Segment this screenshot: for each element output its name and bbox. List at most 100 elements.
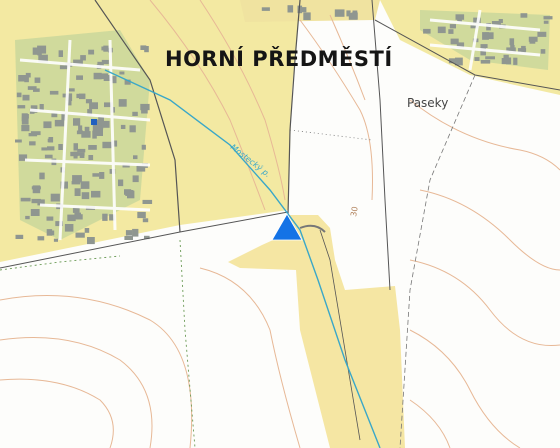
building	[484, 32, 494, 40]
building	[76, 75, 83, 80]
building	[346, 10, 351, 17]
building	[75, 152, 85, 156]
building	[39, 172, 45, 180]
building	[125, 190, 134, 196]
building	[67, 100, 72, 106]
building	[49, 90, 59, 95]
building	[109, 214, 116, 221]
building	[25, 72, 31, 78]
building	[88, 155, 94, 160]
contour-line	[409, 259, 560, 347]
building	[80, 181, 90, 189]
building	[97, 61, 104, 66]
building	[144, 46, 149, 53]
building	[87, 237, 95, 245]
building	[32, 47, 42, 55]
building	[73, 59, 83, 66]
building	[29, 141, 36, 146]
building	[136, 165, 146, 172]
building	[470, 25, 478, 29]
building	[20, 197, 31, 202]
building	[46, 216, 54, 221]
field-south-strip	[228, 215, 405, 448]
building	[457, 18, 462, 22]
building	[132, 111, 138, 116]
building	[498, 19, 503, 24]
building	[91, 190, 101, 198]
building	[102, 141, 112, 149]
building	[92, 130, 97, 139]
building	[348, 13, 358, 20]
building	[73, 143, 78, 151]
building	[480, 44, 488, 48]
contour-line	[199, 267, 301, 448]
building	[111, 76, 117, 84]
building	[118, 179, 124, 187]
blue-triangle-marker-icon[interactable]	[271, 213, 303, 241]
building	[506, 57, 512, 65]
building	[37, 199, 45, 206]
building	[55, 221, 63, 227]
building	[485, 56, 495, 60]
building	[543, 16, 553, 20]
building	[51, 113, 58, 118]
building	[21, 113, 28, 122]
building	[64, 224, 74, 232]
elevation-label: 30	[349, 206, 360, 218]
building	[60, 181, 68, 189]
building	[74, 188, 81, 196]
building	[62, 93, 69, 98]
building	[89, 102, 98, 110]
building	[287, 5, 294, 13]
building	[506, 47, 516, 53]
building	[142, 199, 153, 204]
building	[96, 128, 103, 136]
building	[75, 232, 85, 238]
building	[79, 153, 85, 158]
building	[95, 119, 100, 124]
contour-line	[409, 99, 560, 171]
building	[39, 104, 44, 110]
building	[46, 229, 53, 236]
building	[140, 45, 147, 50]
contour-line	[149, 0, 266, 211]
building	[58, 144, 63, 150]
building	[76, 93, 86, 99]
building	[58, 50, 63, 57]
building	[543, 20, 549, 24]
building	[87, 109, 93, 116]
building	[38, 54, 48, 63]
building	[111, 140, 118, 147]
building	[98, 121, 108, 126]
building	[423, 28, 431, 34]
building	[50, 230, 55, 236]
building	[482, 32, 489, 40]
stream-dam-shape	[299, 224, 326, 233]
building	[456, 42, 465, 48]
building	[141, 108, 148, 114]
building	[21, 125, 30, 132]
building	[74, 212, 81, 216]
building	[43, 121, 52, 129]
building	[454, 59, 462, 63]
building	[529, 39, 536, 44]
building	[99, 172, 105, 179]
building	[137, 211, 146, 219]
building	[518, 48, 527, 52]
building	[66, 93, 73, 101]
building	[47, 138, 53, 143]
building	[480, 60, 491, 64]
building	[129, 125, 136, 133]
building	[81, 131, 91, 138]
building	[68, 88, 75, 92]
building	[261, 7, 270, 11]
building	[22, 94, 30, 101]
locality-label: Paseky	[407, 96, 448, 110]
building	[94, 122, 104, 130]
building	[119, 71, 125, 75]
contour-line	[329, 14, 366, 101]
building	[47, 146, 55, 151]
contour-line	[409, 329, 521, 448]
